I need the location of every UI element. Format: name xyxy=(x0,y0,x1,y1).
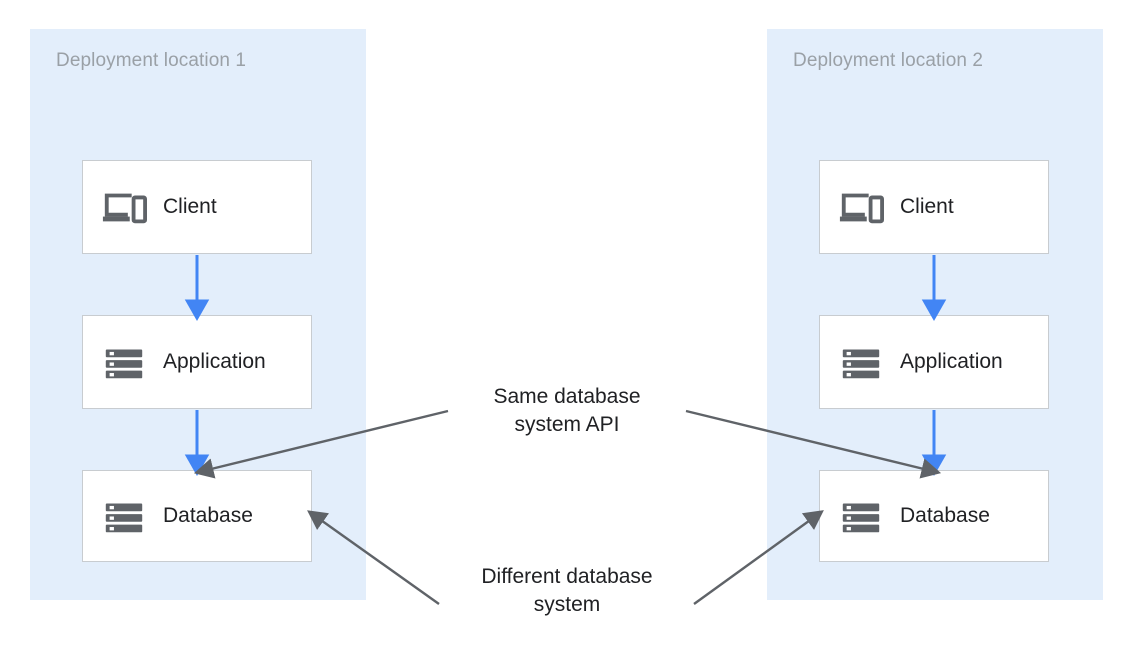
node-database-2[interactable]: Database xyxy=(819,470,1049,562)
deployment-zone-1-title: Deployment location 1 xyxy=(56,50,247,71)
annotation-different-system-label: Different database system xyxy=(481,565,653,616)
node-database-1[interactable]: Database xyxy=(82,470,312,562)
server-icon xyxy=(842,349,880,379)
annotation-same-api-label: Same database system API xyxy=(493,385,641,436)
database-server-icon xyxy=(842,503,880,533)
database-server-icon xyxy=(105,503,143,533)
node-client-1[interactable]: Client xyxy=(82,160,312,254)
devices-icon xyxy=(102,193,147,224)
node-application-1-label: Application xyxy=(163,350,266,373)
node-database-1-label: Database xyxy=(163,504,253,527)
node-database-2-label: Database xyxy=(900,504,990,527)
node-client-2[interactable]: Client xyxy=(819,160,1049,254)
node-client-2-label: Client xyxy=(900,195,954,218)
devices-icon xyxy=(839,193,884,224)
server-icon xyxy=(105,349,143,379)
node-application-1[interactable]: Application xyxy=(82,315,312,409)
node-application-2[interactable]: Application xyxy=(819,315,1049,409)
node-application-2-label: Application xyxy=(900,350,1003,373)
deployment-zone-2-title: Deployment location 2 xyxy=(793,50,984,71)
node-client-1-label: Client xyxy=(163,195,217,218)
